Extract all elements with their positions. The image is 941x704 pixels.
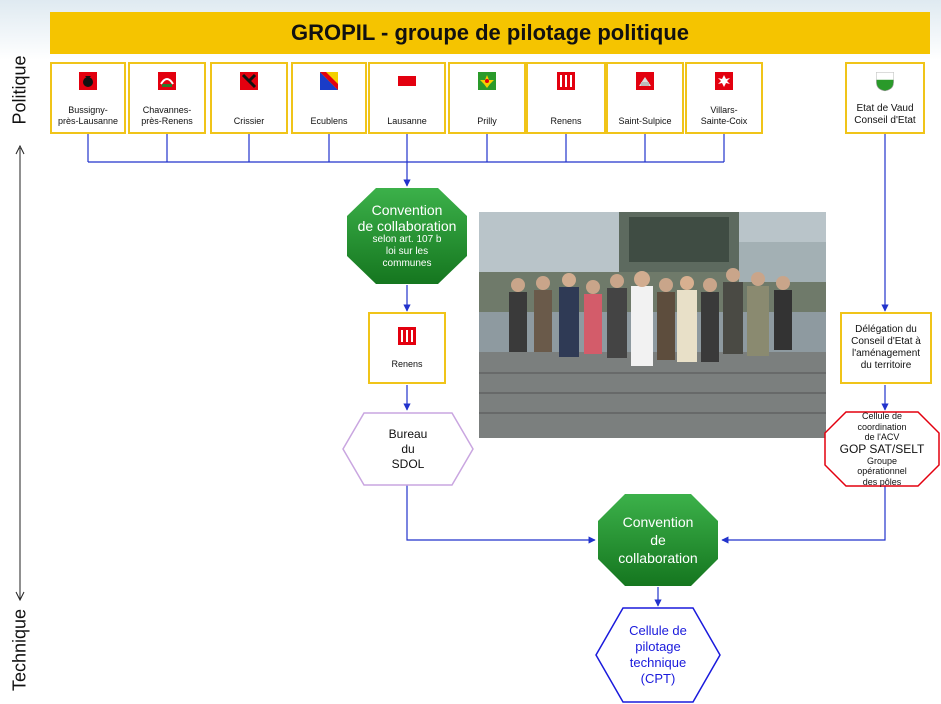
saint-sulpice-crest-icon (636, 72, 654, 90)
bureau-sdol-node: Bureau du SDOL (388, 426, 428, 471)
rooster-flag-icon (79, 72, 97, 90)
commune-name: Villars- Sainte-Coix (700, 105, 748, 126)
commune-lausanne: Lausanne (368, 62, 446, 134)
commune-name: Ecublens (310, 116, 348, 126)
commune-name: Saint-Sulpice (618, 116, 672, 126)
group-photo (479, 212, 826, 438)
renens-label: Renens (391, 358, 423, 369)
renens-crest-icon (398, 326, 416, 345)
commune-prilly: Prilly (448, 62, 526, 134)
lausanne-crest-icon (398, 76, 416, 86)
commune-crissier: Crissier (210, 62, 288, 134)
gropil-banner: GROPIL - groupe de pilotage politique (50, 12, 930, 54)
commune-villars: Villars- Sainte-Coix (685, 62, 763, 134)
convention-collaboration-node: Convention de collaboration selon art. 1… (357, 202, 457, 269)
commune-name: Prilly (477, 116, 497, 126)
convention2-octagon-shape (598, 494, 718, 586)
ecublens-crest-icon (320, 72, 338, 90)
delegation-box: Délégation du Conseil d'Etat à l'aménage… (840, 312, 932, 384)
commune-renens: Renens (526, 62, 606, 134)
convention-collaboration-2-node: Convention de collaboration (618, 514, 698, 566)
commune-bussigny: Bussigny- près-Lausanne (50, 62, 126, 134)
chavannes-crest-icon (158, 72, 176, 90)
villars-crest-icon (715, 72, 733, 90)
commune-name: Renens (550, 116, 582, 126)
renens-box: Renens (368, 312, 446, 384)
banner-title: GROPIL - groupe de pilotage politique (290, 20, 690, 45)
commune-name: Lausanne (387, 116, 427, 126)
vertical-axis (15, 144, 25, 602)
commune-chavannes: Chavannes- près-Renens (128, 62, 206, 134)
commune-name: Chavannes- près-Renens (141, 105, 193, 126)
group-photo-image (479, 212, 826, 438)
crissier-crest-icon (240, 72, 258, 90)
commune-name: Bussigny- près-Lausanne (57, 105, 119, 126)
commune-saint-sulpice: Saint-Sulpice (606, 62, 684, 134)
prilly-crest-icon (478, 72, 496, 90)
convention-octagon-shape (347, 188, 467, 284)
etat-de-vaud-box: Etat de Vaud Conseil d'Etat (845, 62, 925, 134)
commune-name: Crissier (233, 116, 265, 126)
bureau-hexagon-shape (342, 412, 474, 486)
cellule-acv-node: Cellule de coordination de l'ACV GOP SAT… (839, 411, 925, 487)
cpt-hexagon-shape (595, 607, 721, 703)
renens-crest-icon (557, 72, 575, 90)
vaud-crest-icon (876, 72, 894, 92)
etat-label: Etat de Vaud Conseil d'Etat (854, 103, 916, 126)
cellule-pilotage-technique-node: Cellule de pilotage technique (CPT) (629, 623, 687, 686)
cellule-acv-octagon-shape (824, 411, 940, 487)
commune-ecublens: Ecublens (291, 62, 367, 134)
